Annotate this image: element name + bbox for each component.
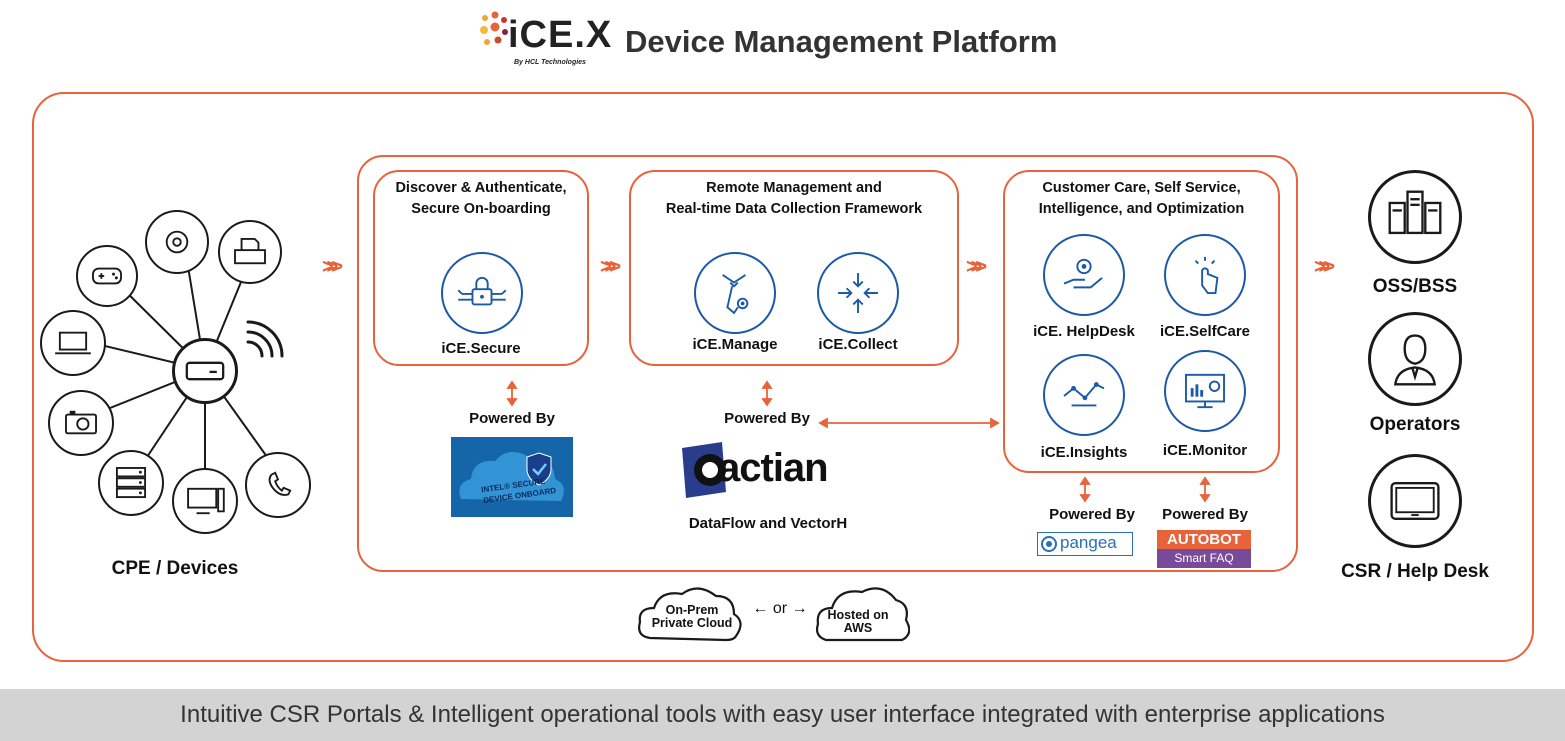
chevron-right-icon: >>> [322,256,343,278]
actian-caption: DataFlow and VectorH [688,515,848,532]
powered-by-intel-label: Powered By [469,410,555,427]
deploy-or-text: or [772,600,788,617]
collect-module-badge[interactable] [817,252,899,334]
gamepad-device [76,245,138,307]
manage-module-badge[interactable] [694,252,776,334]
cloud-shield-icon [459,451,564,501]
tie-gear-icon [722,274,749,315]
operator-person-icon [1394,334,1436,386]
collect-module-label: iCE.Collect [818,336,898,353]
server-stack-icon [115,467,147,499]
monitor-device [172,468,238,534]
printer-icon [234,237,266,265]
pangea-logo: pangea [1037,532,1133,556]
cloud-aws: Hosted on AWS [812,609,904,635]
gamepad-icon [92,267,122,285]
oss-bss-badge [1368,170,1462,264]
actian-mark-icon [682,442,726,498]
care-title-line2: Intelligence, and Optimization [1038,201,1245,217]
csr-helpdesk-badge [1368,454,1462,548]
trend-line-icon [1063,382,1105,407]
outer-frame [32,92,1534,662]
powered-by-autobot-label: Powered By [1162,506,1248,523]
helpdesk-module-label: iCE. HelpDesk [1033,323,1135,340]
pangea-wordmark: pangea [1060,533,1117,552]
manage-title-line1: Remote Management and [706,180,882,196]
router-icon [185,361,225,381]
helpdesk-module-badge[interactable] [1043,234,1125,316]
manage-module-label: iCE.Manage [692,336,778,353]
secure-title-line2: Secure On-boarding [411,201,551,217]
hand-gear-icon [1063,258,1103,289]
logo-tagline: By HCL Technologies [514,59,586,66]
servers-icon [1388,190,1442,235]
powered-by-actian-label: Powered By [724,410,810,427]
care-box [1003,170,1280,473]
care-title-line1: Customer Care, Self Service, [1042,180,1241,196]
secure-module-label: iCE.Secure [441,340,521,357]
phone-icon [268,471,292,496]
disc-device [145,210,209,274]
router-hub [172,338,238,404]
printer-device [218,220,282,284]
wifi-icon [246,320,284,358]
operators-label: Operators [1369,414,1461,435]
autobot-subtitle: Smart FAQ [1157,549,1251,568]
footer-text: Intuitive CSR Portals & Intelligent oper… [180,701,1385,728]
insights-module-badge[interactable] [1043,354,1125,436]
autobot-wordmark: AUTOBOT [1157,530,1251,549]
selfcare-module-badge[interactable] [1164,234,1246,316]
selfcare-module-label: iCE.SelfCare [1159,323,1251,340]
logo-text: iCE.X [508,14,613,56]
csr-helpdesk-label: CSR / Help Desk [1341,561,1489,582]
camera-icon [65,410,97,435]
cloud-outlines [638,587,910,642]
powered-by-pangea-label: Powered By [1049,506,1135,523]
tablet-icon [1390,482,1440,520]
laptop-icon [55,331,91,355]
actian-logo: actian [678,440,858,500]
secure-title-line1: Discover & Authenticate, [395,180,567,196]
logo-dots-icon [480,11,508,45]
insights-module-label: iCE.Insights [1040,444,1128,461]
cloud-on-prem-line1: On-Prem [665,603,719,617]
laptop-device [40,310,106,376]
devices-label: CPE / Devices [111,558,239,579]
touch-tap-icon [1194,256,1219,295]
operators-badge [1368,312,1462,406]
arrow-left-icon: ← [752,600,769,617]
arrows-converge-icon [838,273,878,313]
arrow-right-icon: → [791,600,808,617]
disc-icon [165,230,189,254]
actian-wordmark: actian [718,446,829,490]
manage-box [629,170,959,366]
autobot-logo: AUTOBOT Smart FAQ [1157,530,1251,568]
cloud-aws-line1: Hosted on [827,608,889,622]
secure-box [373,170,589,366]
cloud-aws-line2: AWS [843,621,873,635]
cloud-on-prem: On-Prem Private Cloud [636,604,748,630]
header: iCE.X By HCL Technologies Device Managem… [478,10,1098,72]
manage-title-line2: Real-time Data Collection Framework [665,201,923,217]
page-title: Device Management Platform [625,24,1058,59]
monitor-module-label: iCE.Monitor [1162,442,1248,459]
monitor-icon [187,487,225,515]
phone-device [245,452,311,518]
dashboard-screen-icon [1185,373,1225,409]
intel-secure-device-onboard-logo: INTEL® SECURE DEVICE ONBOARD [451,437,573,517]
platform-frame [357,155,1298,572]
oss-bss-label: OSS/BSS [1372,276,1458,297]
cloud-on-prem-line2: Private Cloud [651,616,733,630]
footer-bar: Intuitive CSR Portals & Intelligent oper… [0,689,1565,741]
lock-circuit-icon [457,276,507,306]
server-device [98,450,164,516]
pangea-cloud-icon [1041,536,1057,552]
chevron-right-icon: >>> [1314,256,1335,278]
camera-device [48,390,114,456]
secure-module-badge[interactable] [441,252,523,334]
deploy-or: ← or → [748,600,812,618]
monitor-module-badge[interactable] [1164,350,1246,432]
